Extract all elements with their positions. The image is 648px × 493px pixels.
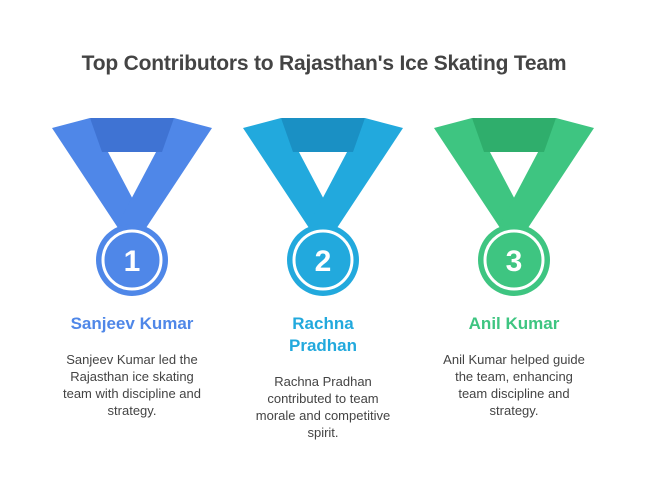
medal-ribbon-icon: 3 bbox=[434, 118, 594, 296]
contributor-description-1: Sanjeev Kumar led the Rajasthan ice skat… bbox=[62, 352, 202, 418]
medal-1: 1 bbox=[47, 116, 217, 296]
ribbon-top bbox=[281, 118, 365, 152]
medal-ring bbox=[483, 229, 545, 291]
medal-ring bbox=[101, 229, 163, 291]
ribbon-right bbox=[308, 118, 403, 234]
page-title: Top Contributors to Rajasthan's Ice Skat… bbox=[81, 52, 567, 75]
medal-disc bbox=[96, 224, 168, 296]
contributor-name-1: Sanjeev Kumar bbox=[70, 314, 194, 333]
contributor-name-3: Anil Kumar bbox=[468, 314, 560, 333]
medal-ribbon-icon: 2 bbox=[243, 118, 403, 296]
medal-ring bbox=[292, 229, 354, 291]
ribbon-right bbox=[499, 118, 594, 234]
medal-2: 2 bbox=[238, 116, 408, 296]
medal-rank: 2 bbox=[315, 245, 332, 278]
contributor-description-3: Anil Kumar helped guide the team, enhanc… bbox=[443, 352, 585, 418]
ribbon-right bbox=[117, 118, 212, 234]
medal-ribbon-icon: 1 bbox=[52, 118, 212, 296]
medal-disc bbox=[478, 224, 550, 296]
ribbon-left bbox=[243, 118, 338, 234]
ribbon-left bbox=[52, 118, 147, 234]
contributor-description-2: Rachna Pradhan contributed to team moral… bbox=[255, 374, 391, 440]
contributor-name-2: Rachna Pradhan bbox=[288, 314, 358, 355]
medal-rank: 1 bbox=[124, 245, 141, 278]
medal-rank: 3 bbox=[506, 245, 523, 278]
ribbon-top bbox=[90, 118, 174, 152]
medal-3: 3 bbox=[429, 116, 599, 296]
ribbon-top bbox=[472, 118, 556, 152]
medal-disc bbox=[287, 224, 359, 296]
ribbon-left bbox=[434, 118, 529, 234]
